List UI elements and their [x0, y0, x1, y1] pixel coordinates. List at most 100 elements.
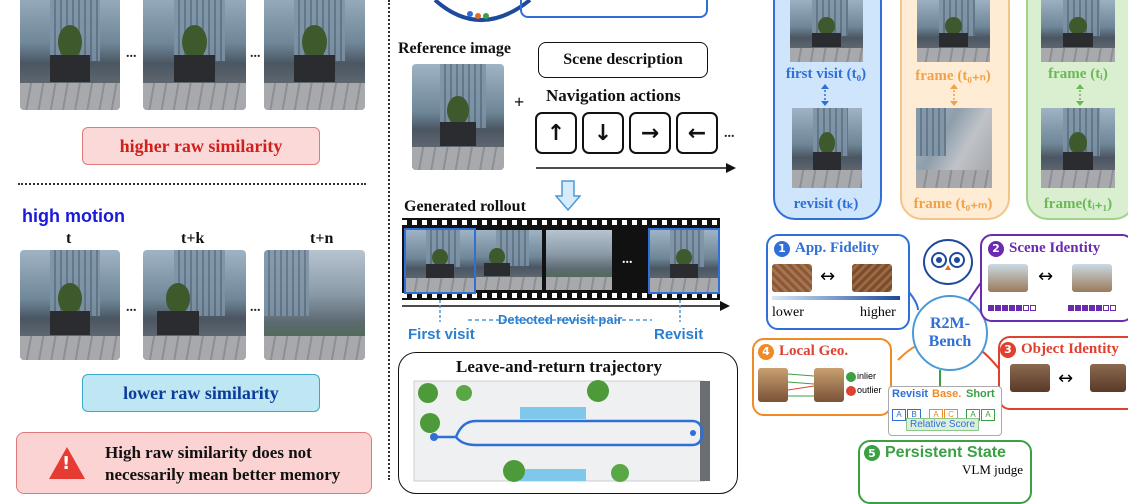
frame-i-image	[1041, 0, 1115, 62]
motion-frame-tk	[143, 250, 246, 360]
first-visit-label: first visit (t₀)	[785, 66, 867, 82]
relative-score-label: Relative Score	[906, 418, 980, 431]
geo-tile-2	[814, 368, 844, 402]
warning-line-1: High raw similarity does not	[105, 443, 312, 462]
app-fidelity-title: App. Fidelity	[795, 240, 880, 256]
outlier-label: outlier	[857, 385, 882, 395]
score-short: Short	[966, 388, 995, 400]
right-arrow-key: →	[629, 112, 671, 154]
object-tile-1	[1010, 364, 1050, 392]
frame-i-label: frame (tᵢ)	[1048, 66, 1108, 82]
persistent-state-num: 5	[864, 445, 880, 461]
persistent-state-header: 5 Persistent State	[864, 444, 1006, 462]
timestep-t-k: t+k	[181, 230, 205, 247]
owl-mascot-icon	[923, 239, 973, 285]
outlier-dot-icon	[846, 386, 856, 396]
scene-tile-1	[988, 264, 1028, 292]
object-identity-header: 3 Object Identity	[1000, 341, 1119, 358]
app-fidelity-num: 1	[774, 240, 790, 257]
navigation-actions-title: Navigation actions	[546, 86, 681, 105]
up-arrow-key: ↑	[535, 112, 577, 154]
detected-revisit-pair-label: Detected revisit pair	[498, 312, 623, 327]
frame-i-link-icon	[1076, 84, 1084, 106]
local-geo-title: Local Geo.	[779, 343, 849, 359]
motion-frame-tn	[264, 250, 365, 360]
object-tile-2	[1090, 364, 1126, 392]
plus-sign: +	[514, 92, 525, 112]
top-frame-box	[520, 0, 708, 18]
warning-icon	[49, 447, 85, 479]
reference-image-label: Reference image	[398, 40, 511, 57]
revisit-frame	[792, 108, 862, 188]
score-box-6: A	[981, 409, 995, 421]
app-fidelity-arrow: ↔	[820, 266, 836, 287]
actions-ellipsis: ...	[724, 126, 735, 141]
ellipsis-top-2: ...	[250, 46, 261, 61]
persistent-state-title: Persistent State	[885, 444, 1006, 461]
scene-identity-header: 2 Scene Identity	[988, 240, 1100, 257]
scene-description-box: Scene description	[538, 42, 708, 78]
frame-i1-label: frame(tᵢ₊₁)	[1043, 196, 1113, 212]
down-arrow-key: ↓	[582, 112, 624, 154]
revisit-pair-arrows	[439, 300, 681, 322]
texture-tile-2	[852, 264, 892, 292]
rollout-frame-1	[404, 228, 476, 294]
revisit-column-label: revisit (tₖ)	[793, 196, 859, 212]
object-identity-num: 3	[1000, 341, 1016, 358]
score-revisit: Revisit	[892, 388, 929, 400]
hub-line-2: Bench	[928, 333, 972, 350]
inlier-label: inlier	[857, 371, 877, 381]
vlm-judge-label: VLM judge	[962, 462, 1024, 477]
scene-score-2	[1068, 298, 1117, 316]
rollout-frame-2	[476, 230, 542, 290]
owl-logo-icon	[433, 0, 532, 22]
first-visit-label: First visit	[408, 326, 475, 343]
scene-tile-2	[1072, 264, 1112, 292]
timestep-t: t	[66, 230, 72, 247]
top-frame-1	[20, 0, 120, 110]
trajectory-title: Leave-and-return trajectory	[456, 357, 662, 376]
object-identity-arrow: ↔	[1058, 368, 1074, 389]
score-base: Base.	[932, 388, 962, 400]
timeline-arrow	[536, 163, 736, 173]
ellipsis-top-1: ...	[126, 46, 137, 61]
rollout-ellipsis: ...	[622, 252, 633, 267]
scene-score-1	[988, 298, 1037, 316]
frame-n-label: frame (t₀₊ₙ)	[915, 68, 991, 84]
inlier-dot-icon	[846, 372, 856, 382]
left-divider	[18, 183, 366, 185]
revisit-label: Revisit	[654, 326, 704, 343]
fidelity-higher: higher	[860, 305, 896, 320]
lower-similarity-pill: lower raw similarity	[82, 374, 320, 412]
frame-n-image	[917, 0, 990, 62]
frame-m-image	[916, 108, 992, 188]
rollout-frame-last	[648, 228, 720, 294]
warning-line-2: necessarily mean better memory	[105, 465, 341, 484]
top-frame-2	[143, 0, 246, 110]
warning-box: ! High raw similarity does not necessari…	[16, 432, 372, 494]
higher-similarity-pill: higher raw similarity	[82, 127, 320, 165]
rollout-timeline-arrow	[402, 301, 730, 311]
high-motion-title: high motion	[22, 206, 125, 226]
local-geo-num: 4	[758, 343, 774, 360]
score-box-1: A	[892, 409, 906, 421]
local-geo-header: 4 Local Geo.	[758, 343, 848, 360]
timestep-t-n: t+n	[310, 230, 334, 247]
ellipsis-mid-1: ...	[126, 300, 137, 315]
divider-left-middle	[388, 0, 390, 480]
geo-tile-1	[758, 368, 788, 402]
first-visit-frame	[790, 0, 863, 62]
frame-i1-image	[1041, 108, 1115, 188]
scene-identity-title: Scene Identity	[1009, 240, 1101, 256]
trajectory-map	[413, 380, 710, 482]
object-identity-title: Object Identity	[1021, 341, 1119, 357]
fidelity-gradient-bar	[772, 296, 900, 300]
hub-line-1: R2M-	[930, 315, 970, 332]
frame-m-label: frame (t₀₊ₘ)	[913, 196, 993, 212]
fidelity-lower: lower	[772, 305, 804, 320]
scene-identity-arrow: ↔	[1038, 266, 1054, 287]
ellipsis-mid-2: ...	[250, 300, 261, 315]
r2m-bench-hub: R2M- Bench	[912, 295, 988, 371]
geo-match-lines	[788, 373, 814, 397]
generated-rollout-label: Generated rollout	[404, 198, 526, 215]
